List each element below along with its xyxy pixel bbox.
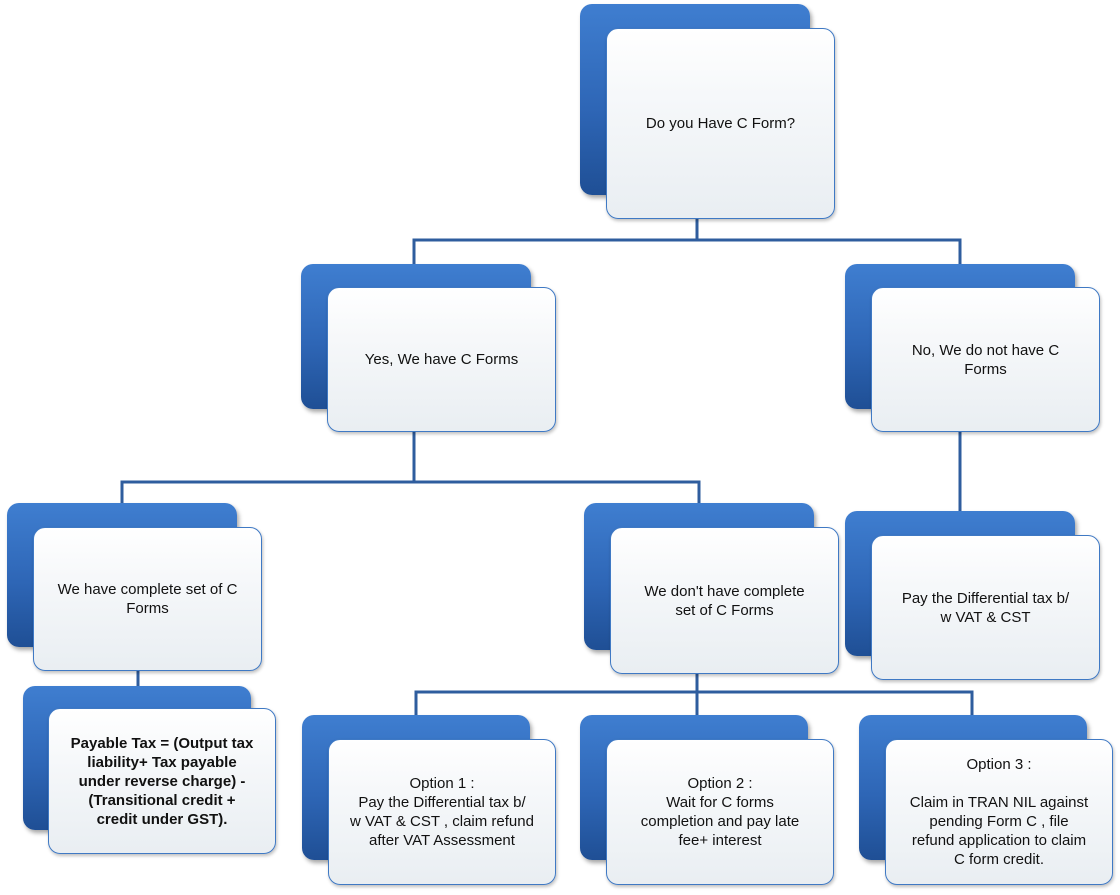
node-option-3-label: Option 3 : Claim in TRAN NIL against pen…: [909, 756, 1089, 868]
node-complete-label: We have complete set of C Forms: [57, 581, 238, 617]
node-root-card: Do you Have C Form?: [606, 28, 835, 219]
node-option-1-card: Option 1 : Pay the Differential tax b/ w…: [328, 739, 556, 885]
connector-incomplete-to-option3: [697, 690, 974, 716]
node-pay-diff-card: Pay the Differential tax b/ w VAT & CST: [871, 535, 1100, 680]
connector-incomplete-to-options: [414, 672, 699, 716]
node-payable-tax-label: Payable Tax = (Output tax liability+ Tax…: [70, 734, 254, 828]
connector-root-to-no: [697, 238, 962, 265]
node-yes-label: Yes, We have C Forms: [364, 351, 519, 368]
node-option-3-card: Option 3 : Claim in TRAN NIL against pen…: [885, 739, 1113, 885]
node-no-label: No, We do not have C Forms: [911, 341, 1060, 378]
node-complete-card: We have complete set of C Forms: [33, 527, 262, 671]
node-incomplete-card: We don't have complete set of C Forms: [610, 527, 839, 674]
node-incomplete-label: We don't have complete set of C Forms: [644, 582, 805, 619]
node-option-2-label: Option 2 : Wait for C forms completion a…: [640, 775, 800, 849]
node-no-card: No, We do not have C Forms: [871, 287, 1100, 432]
connector-yes-to-children: [120, 430, 416, 505]
node-payable-tax-card: Payable Tax = (Output tax liability+ Tax…: [48, 708, 276, 854]
node-pay-diff-label: Pay the Differential tax b/ w VAT & CST: [901, 589, 1070, 626]
node-option-1-label: Option 1 : Pay the Differential tax b/ w…: [350, 775, 534, 849]
node-root-label: Do you Have C Form?: [645, 115, 796, 132]
node-yes-card: Yes, We have C Forms: [327, 287, 556, 432]
connector-root-to-children: [412, 217, 699, 265]
node-option-2-card: Option 2 : Wait for C forms completion a…: [606, 739, 834, 885]
connector-yes-to-incomplete: [414, 480, 701, 505]
